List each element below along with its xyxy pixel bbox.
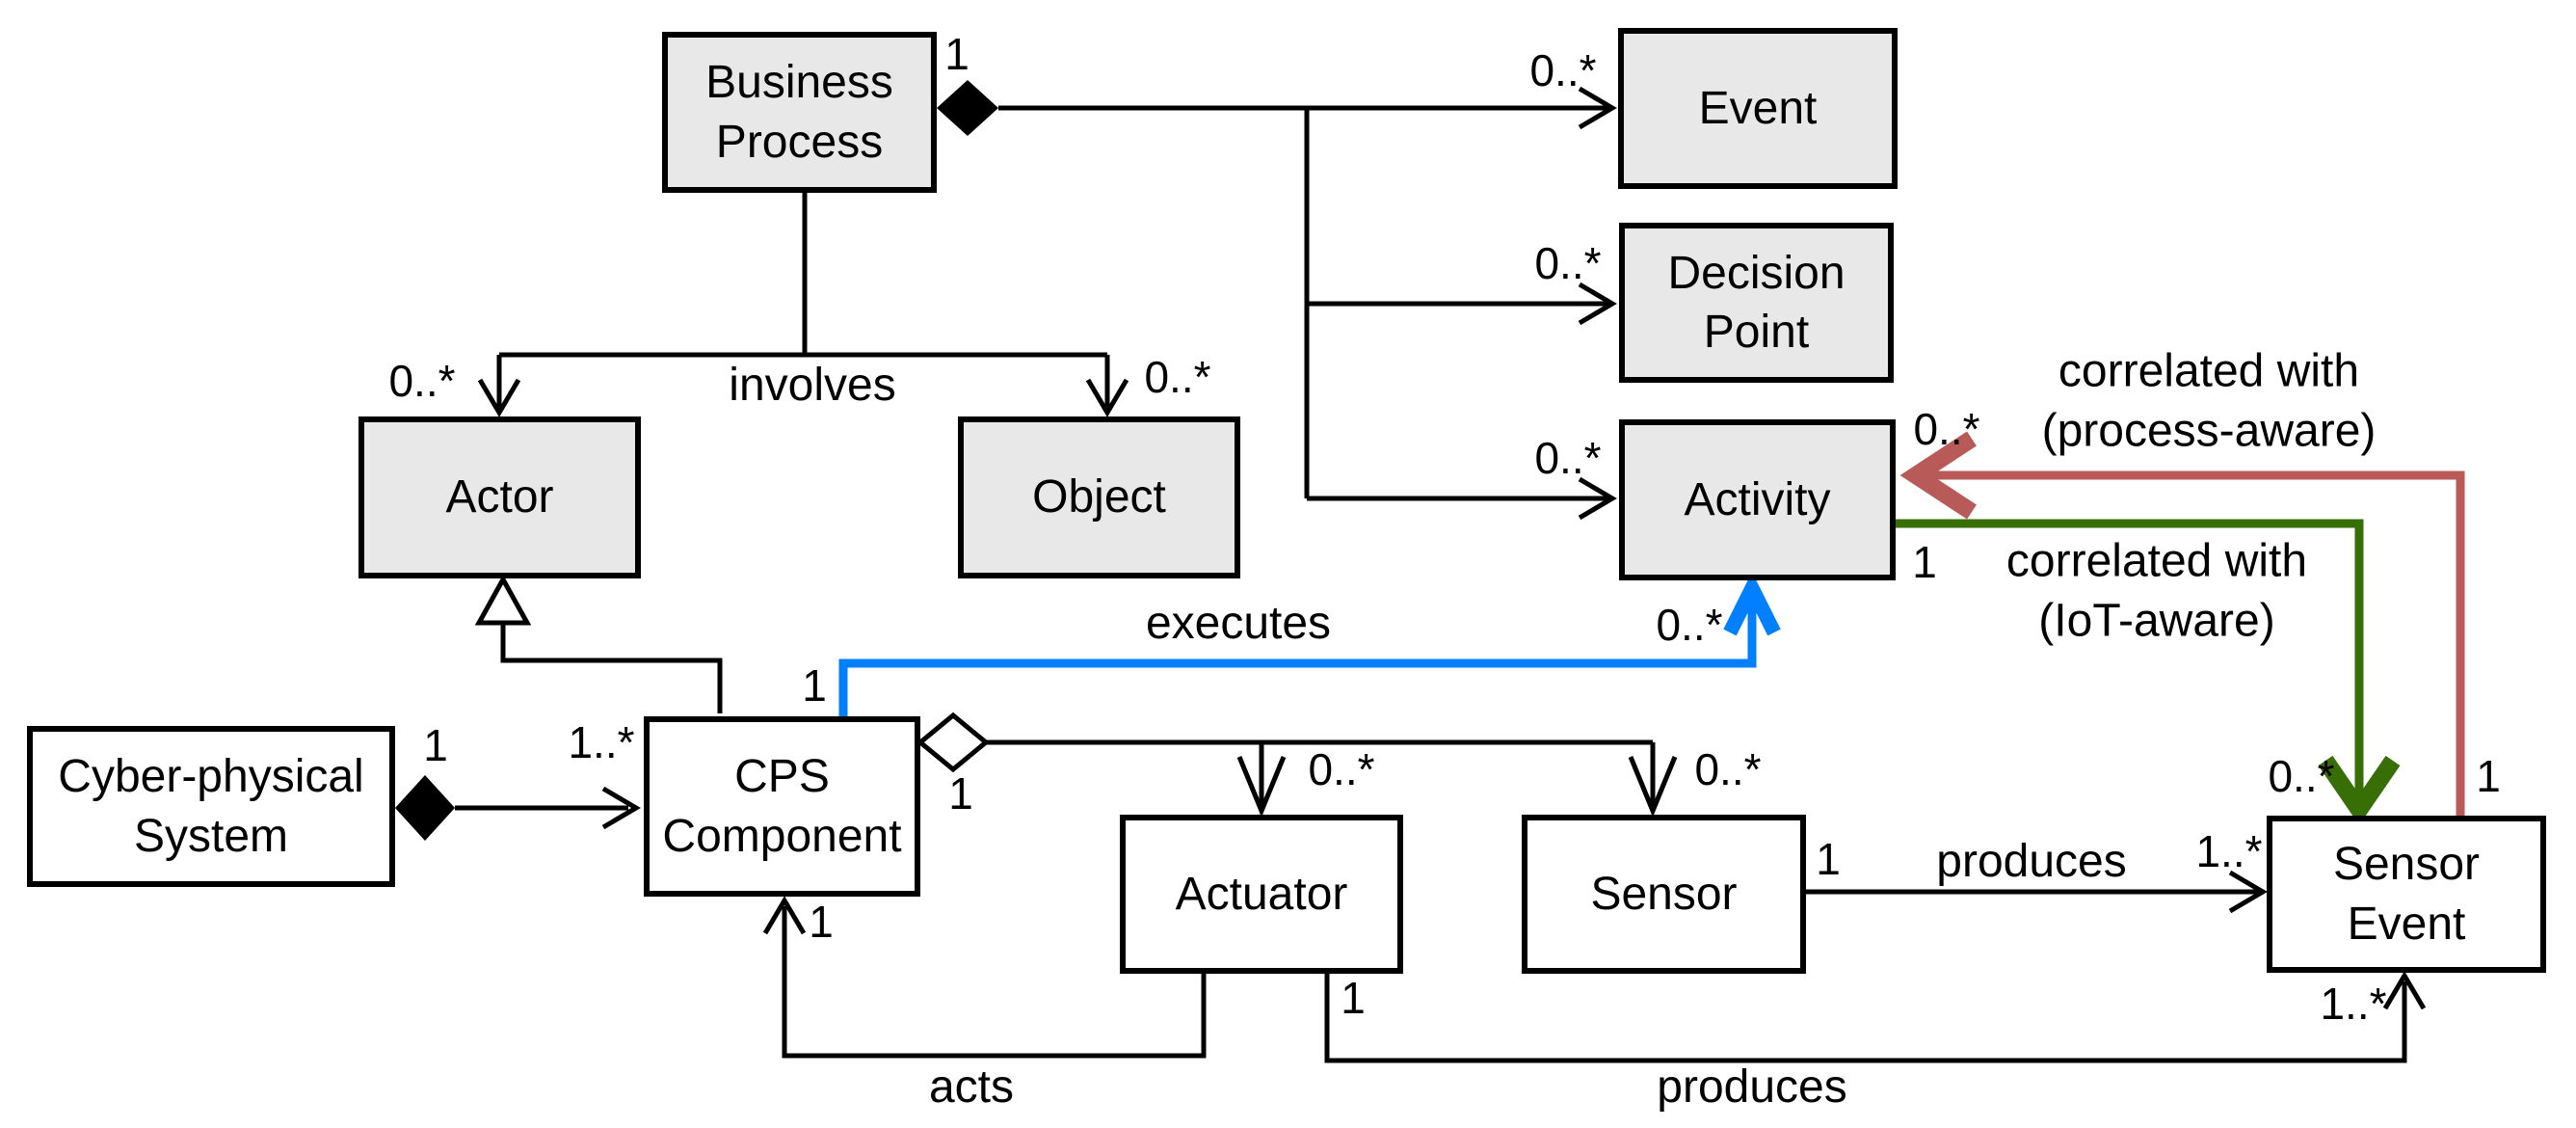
- class-cps-component: CPS Component: [644, 716, 920, 897]
- multiplicity-produces-actuator-side: 1: [1341, 973, 1366, 1024]
- arrowhead-into-cps-component-icon: [601, 786, 641, 830]
- multiplicity-produces-actuator-sensor-event-side: 1..*: [2320, 979, 2387, 1030]
- arrowhead-into-actor-icon: [477, 378, 521, 417]
- multiplicity-correlated-pa-sensor-event-side: 1: [2476, 751, 2501, 802]
- class-event: Event: [1618, 28, 1898, 189]
- arrowhead-correlated-into-activity-icon: [1899, 431, 1977, 520]
- association-lines: [455, 105, 2407, 1063]
- multiplicity-sensor-aggregation: 0..*: [1694, 744, 1762, 795]
- edge-label-produces-sensor: produces: [1936, 835, 2127, 887]
- arrowhead-into-object-icon: [1085, 378, 1129, 417]
- arrowhead-into-decision-point-icon: [1578, 282, 1617, 326]
- edge-label-correlated-iot-aware: correlated with (IoT-aware): [2005, 535, 2308, 647]
- multiplicity-actuator-aggregation: 0..*: [1308, 744, 1375, 795]
- multiplicity-cyber-physical-system: 1: [423, 720, 448, 771]
- arrowhead-into-actuator-icon: [1236, 756, 1287, 818]
- generalization-triangle-icon: [474, 574, 532, 626]
- arrowhead-into-event-icon: [1578, 86, 1617, 130]
- class-activity: Activity: [1619, 419, 1896, 580]
- multiplicity-cps-aggregation: 1: [948, 768, 973, 819]
- arrowhead-produces-into-sensor-event-left-icon: [2228, 870, 2268, 914]
- multiplicity-acts-cps-side: 1: [809, 897, 834, 948]
- correlated-iot-aware-line: [1894, 519, 2364, 806]
- class-decision-point: Decision Point: [1619, 223, 1894, 383]
- composition-diamond-business-process-icon: [937, 80, 998, 136]
- correlated-process-aware-edge: [1899, 431, 2465, 816]
- edge-label-correlated-process-aware: correlated with (process-aware): [2041, 345, 2377, 457]
- generalization-line: [500, 623, 723, 713]
- multiplicity-correlated-iot-activity-side: 1: [1912, 537, 1937, 588]
- class-cyber-physical-system: Cyber-physical System: [27, 726, 395, 887]
- multiplicity-event: 0..*: [1529, 45, 1597, 96]
- multiplicity-executes-activity-side: 0..*: [1656, 600, 1723, 651]
- class-sensor: Sensor: [1522, 815, 1806, 974]
- correlated-process-aware-line: [1922, 470, 2465, 816]
- class-actuator: Actuator: [1120, 815, 1403, 974]
- multiplicity-activity-composition: 0..*: [1534, 433, 1602, 484]
- multiplicity-correlated-iot-sensor-event-side: 0..*: [2268, 751, 2335, 802]
- arrowhead-acts-into-cps-icon: [762, 896, 807, 935]
- aggregation-diamond-cps-component-icon: [916, 712, 990, 773]
- composition-diamond-cyber-physical-icon: [395, 775, 455, 841]
- multiplicity-cps-component: 1..*: [568, 717, 635, 768]
- acts-line: [782, 906, 1207, 1059]
- edge-label-involves: involves: [729, 359, 896, 411]
- multiplicity-decision-point: 0..*: [1534, 238, 1602, 289]
- class-sensor-event: Sensor Event: [2267, 816, 2546, 973]
- multiplicity-actor-involves: 0..*: [388, 356, 456, 407]
- arrowhead-produces-into-sensor-event-bottom-icon: [2382, 971, 2427, 1010]
- multiplicity-executes-cps-side: 1: [802, 660, 827, 712]
- class-business-process: Business Process: [662, 32, 937, 193]
- produces-actuator-line: [1324, 974, 2407, 1063]
- arrowhead-into-sensor-icon: [1628, 756, 1678, 818]
- multiplicity-object-involves: 0..*: [1144, 352, 1211, 403]
- multiplicity-correlated-pa-activity-side: 0..*: [1913, 404, 1980, 455]
- arrowhead-correlated-into-sensor-event-icon: [2318, 755, 2401, 825]
- multiplicity-bp-composition: 1: [944, 29, 969, 80]
- edge-label-executes: executes: [1145, 597, 1332, 649]
- class-actor: Actor: [359, 416, 641, 578]
- correlated-iot-aware-edge: [1894, 519, 2401, 825]
- arrowhead-into-activity-icon: [1578, 476, 1617, 521]
- multiplicity-produces-sensor-event-side: 1..*: [2195, 826, 2263, 877]
- class-object: Object: [958, 416, 1240, 578]
- executes-edge: [838, 572, 1781, 716]
- open-arrowheads: [477, 86, 2427, 1010]
- edge-label-produces-actuator: produces: [1657, 1061, 1847, 1113]
- edge-label-acts: acts: [928, 1061, 1015, 1113]
- multiplicity-produces-sensor-side: 1: [1816, 834, 1841, 885]
- arrowhead-executes-into-activity-icon: [1723, 572, 1781, 636]
- executes-line: [838, 590, 1757, 716]
